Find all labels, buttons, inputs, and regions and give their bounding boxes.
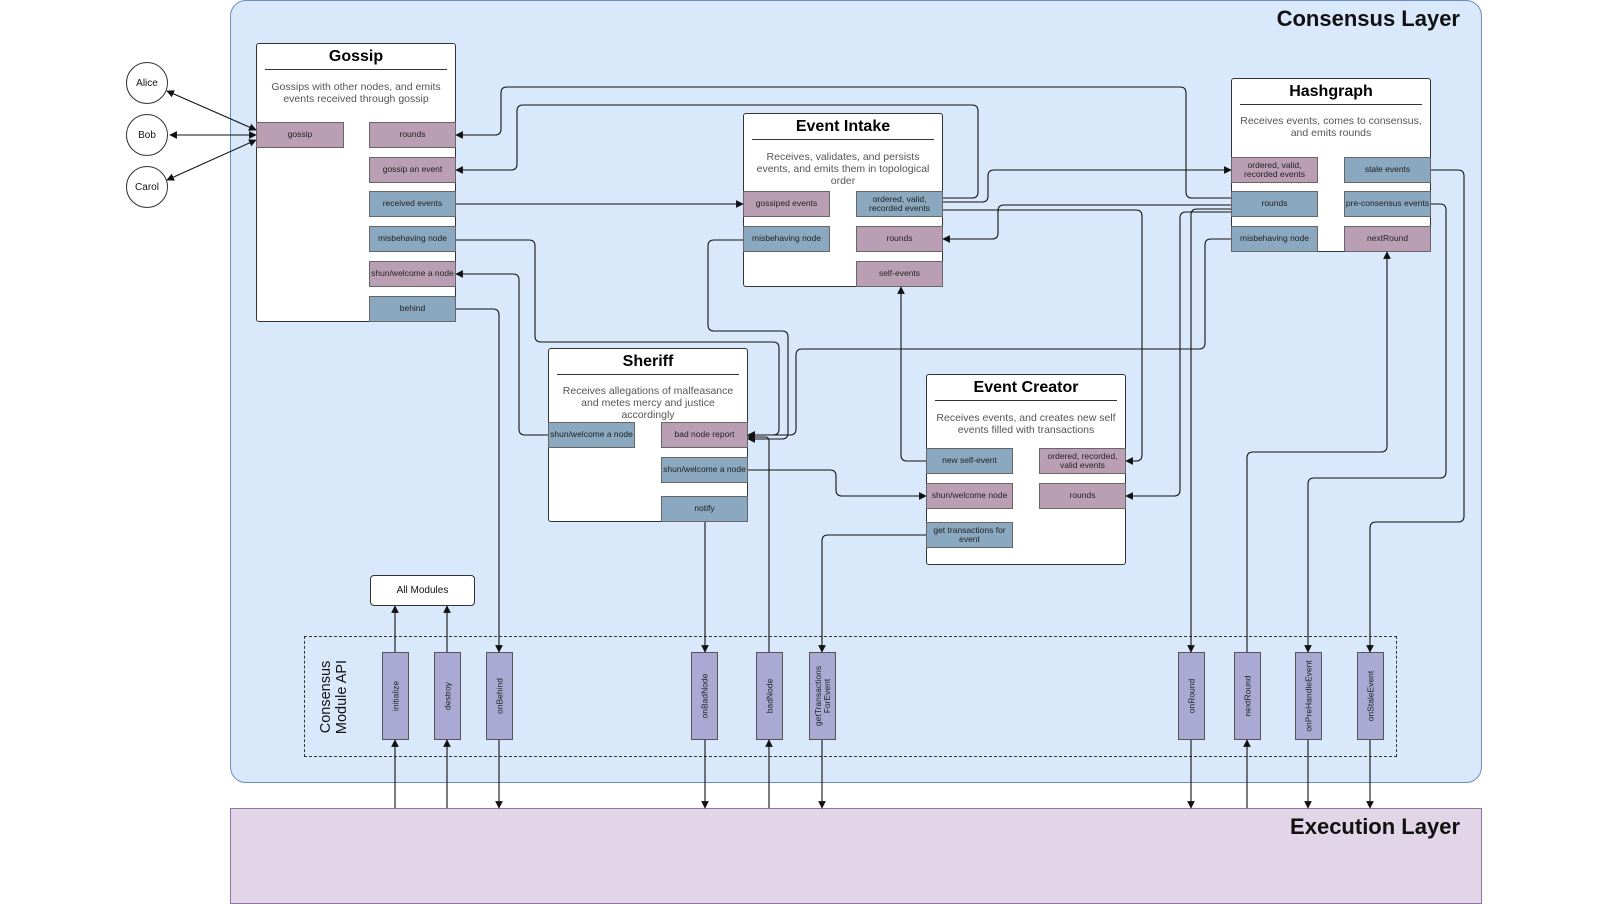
wire-intake-to-creator <box>943 209 1143 465</box>
gossip-title: Gossip <box>265 48 447 70</box>
intake-port-self-events[interactable]: self-events <box>856 261 943 287</box>
gossip-port-gossip-an-event[interactable]: gossip an event <box>369 157 456 183</box>
api-badnode[interactable]: badNode <box>756 652 783 740</box>
sheriff-port-shun-welcome-out[interactable]: shun/welcome a node <box>548 422 635 448</box>
wire-intake-to-gossip-an-event <box>455 104 979 199</box>
wire-behind-to-onbehind <box>456 308 503 653</box>
wire-badnode-to-sheriff <box>747 433 770 652</box>
creator-port-new-self-event[interactable]: new self-event <box>926 448 1013 474</box>
event-creator-title: Event Creator <box>935 379 1117 401</box>
wire-sheriff-to-gossip-shun <box>455 270 548 436</box>
consensus-layer-title: Consensus Layer <box>1276 6 1460 31</box>
api-initialize[interactable]: initialize <box>382 652 409 740</box>
api-onbehind[interactable]: onBehind <box>486 652 513 740</box>
gossip-desc: Gossips with other nodes, and emits even… <box>271 81 441 105</box>
event-intake-title: Event Intake <box>752 118 934 140</box>
event-intake-desc: Receives, validates, and persists events… <box>756 151 930 187</box>
execution-layer-title: Execution Layer <box>1290 814 1460 839</box>
sheriff-port-bad-node-report[interactable]: bad node report <box>661 422 748 448</box>
intake-port-gossiped-events[interactable]: gossiped events <box>743 191 830 217</box>
wire-preconsensus <box>1304 203 1447 653</box>
wire-hashgraph-rounds-to-intake <box>942 204 1231 243</box>
intake-port-rounds[interactable]: rounds <box>856 226 943 252</box>
node-alice[interactable]: Alice <box>126 62 168 104</box>
wire-hashgraph-rounds-to-onround <box>1187 208 1231 653</box>
hashgraph-port-stale-events[interactable]: stale events <box>1344 157 1431 183</box>
wire-alice-gossip <box>166 90 257 131</box>
gossip-port-gossip[interactable]: gossip <box>256 122 344 148</box>
hashgraph-title: Hashgraph <box>1240 83 1422 105</box>
creator-port-ordered-events[interactable]: ordered, recorded, valid events <box>1039 448 1126 474</box>
api-gettransactionsforevent[interactable]: getTransactions ForEvent <box>809 652 836 740</box>
wire-stale <box>1366 169 1465 653</box>
gossip-port-behind[interactable]: behind <box>369 296 456 322</box>
event-creator-desc: Receives events, and creates new self ev… <box>936 412 1116 436</box>
intake-port-misbehaving-node[interactable]: misbehaving node <box>743 226 830 252</box>
wire-nextround <box>1246 251 1391 652</box>
all-modules-box[interactable]: All Modules <box>370 575 475 606</box>
sheriff-port-shun-welcome[interactable]: shun/welcome a node <box>661 457 748 483</box>
node-bob[interactable]: Bob <box>126 114 168 156</box>
wire-gossip-misbehaving-to-sheriff <box>456 239 780 439</box>
wire-carol-gossip <box>166 139 257 181</box>
gossip-port-misbehaving-node[interactable]: misbehaving node <box>369 226 456 252</box>
consensus-api-box <box>304 636 1397 757</box>
creator-port-rounds[interactable]: rounds <box>1039 483 1126 509</box>
gossip-port-received-events[interactable]: received events <box>369 191 456 217</box>
node-carol[interactable]: Carol <box>126 166 168 208</box>
api-onround[interactable]: onRound <box>1178 652 1205 740</box>
api-destroy[interactable]: destroy <box>434 652 461 740</box>
sheriff-port-notify[interactable]: notify <box>661 496 748 522</box>
wire-intake-to-hashgraph <box>943 166 1232 203</box>
hashgraph-port-preconsensus-events[interactable]: pre-consensus events <box>1344 191 1431 217</box>
sheriff-module[interactable]: Sheriff Receives allegations of malfeasa… <box>548 348 748 522</box>
creator-port-get-transactions[interactable]: get transactions for event <box>926 522 1013 548</box>
sheriff-desc: Receives allegations of malfeasance and … <box>562 385 734 421</box>
intake-port-ordered-events[interactable]: ordered, valid, recorded events <box>856 191 943 217</box>
sheriff-title: Sheriff <box>557 353 739 375</box>
wire-hashgraph-rounds-to-gossip <box>455 86 1231 199</box>
hashgraph-port-misbehaving-node[interactable]: misbehaving node <box>1231 226 1318 252</box>
api-onprehandleevent[interactable]: onPreHandleEvent <box>1295 652 1322 740</box>
api-onbadnode[interactable]: onBadNode <box>691 652 718 740</box>
wire-gettx <box>818 534 926 653</box>
hashgraph-port-ordered-events[interactable]: ordered, valid, recorded events <box>1231 157 1318 183</box>
hashgraph-port-rounds[interactable]: rounds <box>1231 191 1318 217</box>
wire-hashgraph-misbehaving-to-sheriff <box>747 238 1231 439</box>
wire-creator-to-intake-self <box>897 286 926 462</box>
api-onstaleevent[interactable]: onStaleEvent <box>1357 652 1384 740</box>
gossip-port-rounds[interactable]: rounds <box>369 122 456 148</box>
hashgraph-port-nextround[interactable]: nextRound <box>1344 226 1431 252</box>
gossip-port-shun-welcome[interactable]: shun/welcome a node <box>369 261 456 287</box>
wire-hashgraph-rounds-to-creator <box>1125 211 1231 500</box>
wire-intake-misbehaving-to-sheriff <box>707 239 789 443</box>
wire-sheriff-to-creator-shun <box>748 469 927 500</box>
hashgraph-desc: Receives events, comes to consensus, and… <box>1240 115 1422 139</box>
